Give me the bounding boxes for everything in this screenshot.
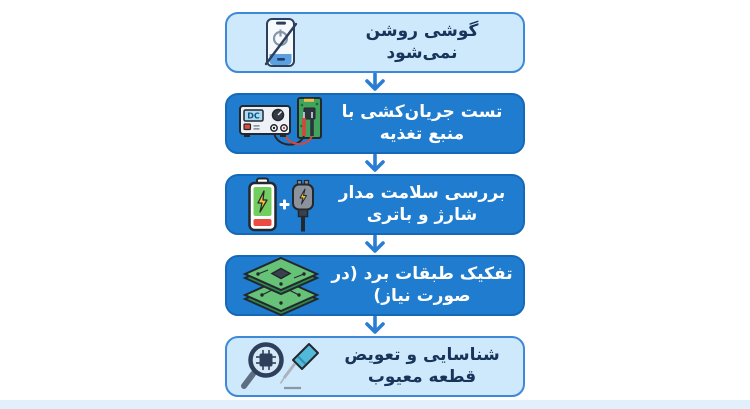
step-current-draw-test: DC تست جریان‌کشی با منبع تغذیه	[225, 93, 525, 154]
pcb-layers-icon	[242, 256, 320, 316]
magnifier-chip-soldering-iron-icon	[241, 341, 319, 389]
step-label: تفکیک طبقات برد (در صورت نیاز)	[331, 264, 513, 306]
flow-connector	[225, 235, 525, 255]
step-identify-replace-faulty-part: شناسایی و تعویض قطعه معیوب	[225, 336, 525, 397]
down-arrow-icon	[365, 73, 385, 91]
down-arrow-icon	[365, 316, 385, 334]
step-label: گوشی روشن نمی‌شود	[365, 21, 479, 63]
flow-connector	[225, 316, 525, 336]
flow-column: گوشی روشن نمی‌شود	[225, 12, 525, 397]
step-separate-board-layers: تفکیک طبقات برد (در صورت نیاز)	[225, 255, 525, 316]
bottom-strip	[0, 400, 750, 409]
phone-power-off-icon	[264, 17, 298, 67]
svg-text:DC: DC	[247, 111, 260, 120]
step-label: شناسایی و تعویض قطعه معیوب	[344, 345, 500, 387]
step-label: تست جریان‌کشی با منبع تغذیه	[341, 102, 503, 144]
step-phone-not-turning-on: گوشی روشن نمی‌شود	[225, 12, 525, 73]
step-check-charge-circuit-battery: بررسی سلامت مدار شارژ و باتری	[225, 174, 525, 235]
step-label: بررسی سلامت مدار شارژ و باتری	[338, 183, 506, 225]
flow-connector	[225, 154, 525, 174]
down-arrow-icon	[365, 235, 385, 253]
power-supply-test-icon: DC	[239, 96, 322, 146]
down-arrow-icon	[365, 154, 385, 172]
battery-and-charger-icon	[248, 177, 314, 231]
flow-connector	[225, 73, 525, 93]
